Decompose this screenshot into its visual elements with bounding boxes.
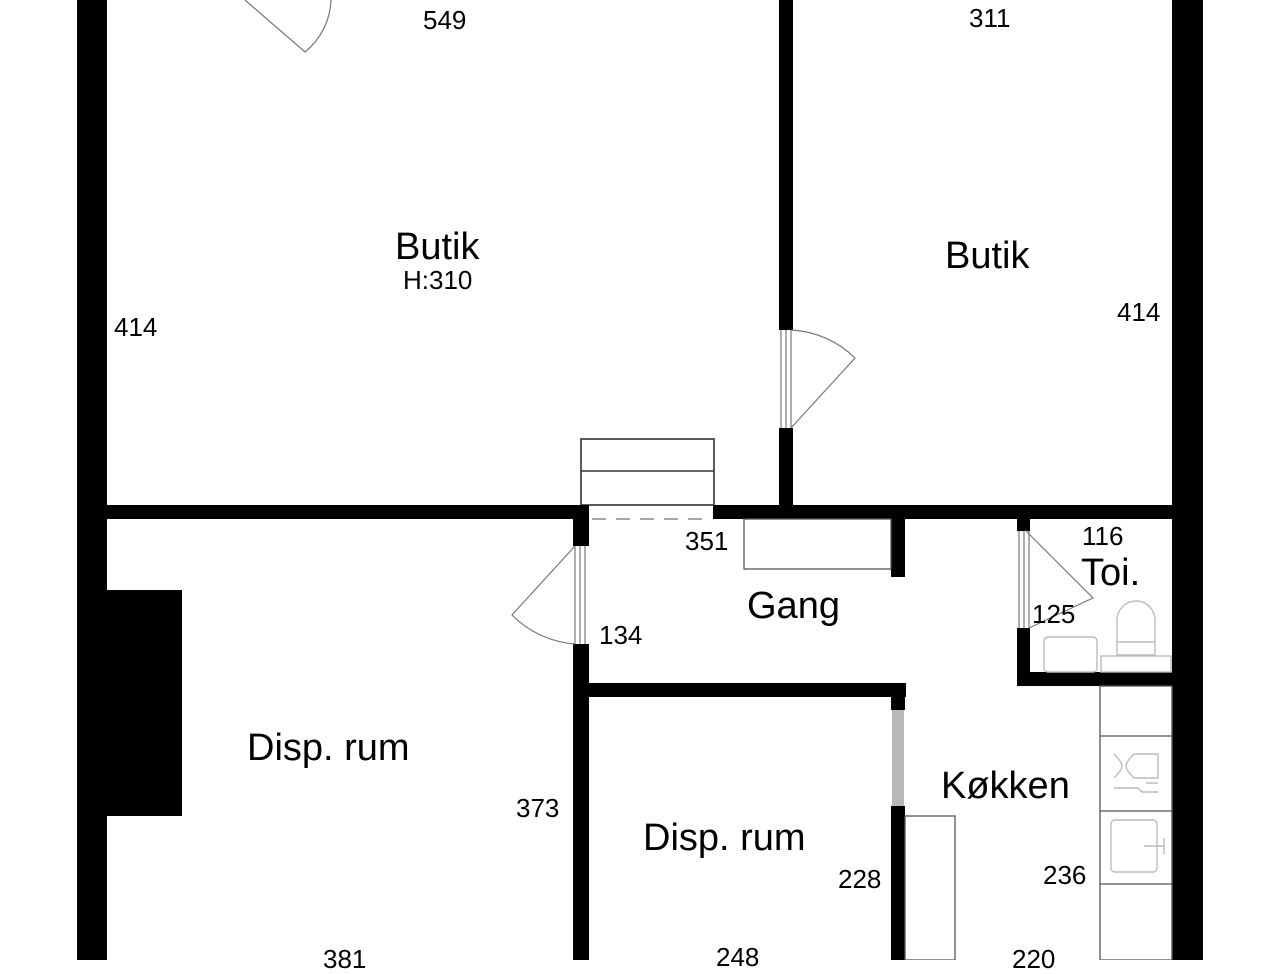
wall-gang-bottom — [573, 683, 906, 697]
dim-gang-top: 351 — [685, 526, 729, 556]
dim-butik-1-top: 549 — [423, 5, 467, 35]
room-label-disp-rum-1: Disp. rum — [247, 727, 410, 769]
toilet-bowl-icon — [1116, 600, 1156, 656]
wall-disp2-right-lower — [891, 806, 905, 960]
wall-mid-horizontal-right — [713, 505, 1172, 519]
door-disp-rum-1 — [511, 545, 586, 645]
door-swing-butik-top — [244, 0, 332, 53]
toilet-sink — [1043, 636, 1098, 673]
wall-butik-divider-upper — [779, 0, 793, 330]
dim-toilet-top: 116 — [1082, 521, 1124, 551]
gang-cabinet — [743, 518, 892, 570]
wall-butik-divider-lower — [779, 428, 793, 513]
room-label-butik-1: Butik — [395, 226, 480, 268]
dim-butik-2-top: 311 — [969, 3, 1011, 33]
kitchen-counter-left — [904, 815, 956, 960]
wall-toilet-left-top — [1017, 519, 1030, 531]
kitchen-counter-right — [1099, 685, 1173, 960]
dim-butik-1-left: 414 — [114, 312, 158, 342]
room-label-toilet: Toi. — [1081, 552, 1141, 594]
outer-wall-left — [77, 0, 107, 960]
sink-icon — [1110, 819, 1165, 873]
dim-disp-rum-1-bottom: 381 — [323, 944, 367, 974]
dim-disp-rum-2-bottom: 248 — [716, 942, 760, 972]
wall-toilet-left-lower — [1017, 628, 1030, 686]
wall-disp1-gang-lower — [573, 644, 589, 960]
dim-butik-2-right: 414 — [1117, 297, 1161, 327]
wall-gang-stub — [891, 505, 905, 577]
opening-disp2-kitchen — [892, 710, 904, 807]
wall-mid-horizontal-left — [107, 505, 589, 519]
dishwasher-icon — [1113, 753, 1159, 793]
chimney-block — [107, 590, 182, 816]
wall-disp2-right-top — [891, 683, 905, 710]
room-label-kokken: Køkken — [941, 765, 1070, 807]
dim-disp-rum-2-right: 228 — [838, 864, 882, 894]
room-height-butik-1: H:310 — [403, 265, 473, 295]
door-butik-divider — [780, 329, 856, 429]
outer-wall-right — [1172, 0, 1203, 960]
room-label-butik-2: Butik — [945, 235, 1030, 277]
door-toilet — [1018, 529, 1095, 629]
dim-gang-left: 134 — [599, 620, 643, 650]
room-label-disp-rum-2: Disp. rum — [643, 817, 806, 859]
room-label-gang: Gang — [747, 585, 840, 627]
dim-kokken-right: 236 — [1043, 860, 1087, 890]
wall-toilet-bottom — [1017, 672, 1172, 686]
dim-disp-rum-1-right: 373 — [516, 793, 560, 823]
wall-disp1-gang-top — [573, 505, 589, 546]
dim-kokken-bottom: 220 — [1012, 944, 1056, 974]
stair-block — [580, 438, 715, 506]
dim-toilet-left: 125 — [1032, 599, 1076, 629]
